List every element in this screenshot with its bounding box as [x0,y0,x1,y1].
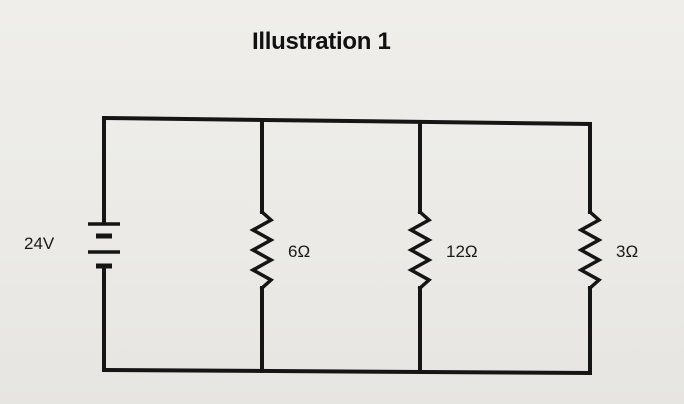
resistor-label-3ohm: 3Ω [616,242,639,261]
resistor-3ohm [577,209,603,291]
top-wire [101,115,593,127]
battery-label: 24V [24,234,55,253]
resistor-label-12ohm: 12Ω [446,242,478,261]
resistor-12ohm [407,209,433,291]
resistor-label-6ohm: 6Ω [288,242,311,261]
resistor-6ohm [249,209,275,291]
diagram-title: Illustration 1 [252,28,391,55]
bottom-wire [101,367,593,376]
